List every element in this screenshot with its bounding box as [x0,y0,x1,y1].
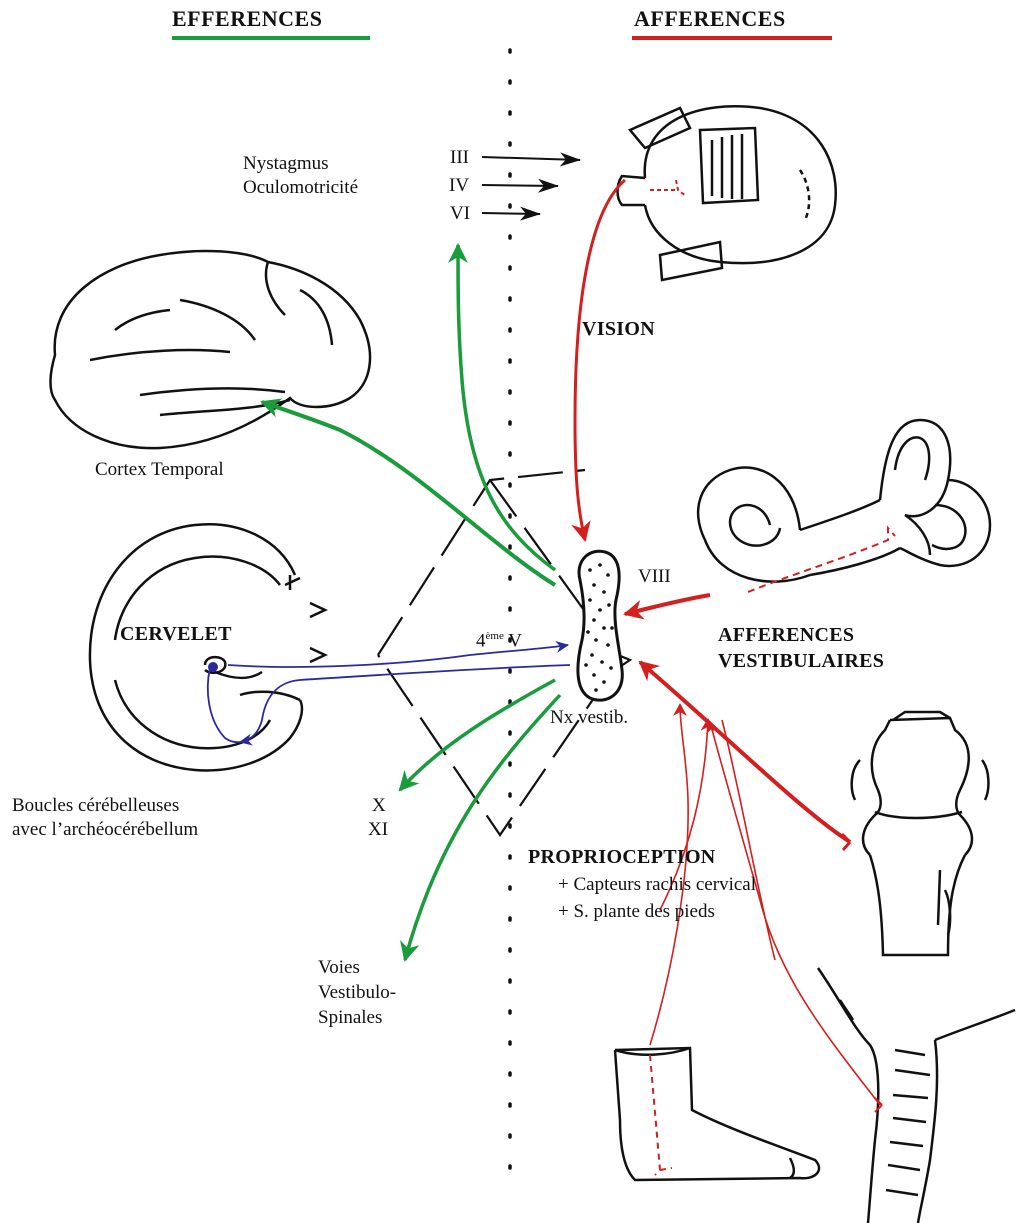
nerve-vi-label: VI [450,202,470,225]
nerve-xi-label: XI [368,818,388,841]
afferences-header: AFFERENCES [634,7,786,30]
knee-joint-icon [852,712,989,955]
boucles-line1: Boucles cérébelleuses [12,794,179,817]
cerebellar-loop-return [240,665,570,742]
boucles-line2: avec l’archéocérébellum [12,818,198,841]
afferences-vestibulaires-line1: AFFERENCES [718,624,854,647]
plante-pieds-label: + S. plante des pieds [558,900,715,923]
viii-label: VIII [638,565,671,588]
cervical-spine-icon [818,968,1015,1223]
fourth-ventricle-sup: ème [486,630,504,642]
cerebellum-icon [90,524,325,770]
fourth-ventricle-label: 4ème V [476,625,522,652]
fourth-ventricle-number: 4 [476,630,486,651]
eyeball-icon [618,106,836,280]
vestibular-nucleus-icon [578,551,622,700]
nerve-x-label: X [372,794,386,817]
eye-afferent-synapse [650,180,686,196]
cerebellar-nucleus-dot [208,662,218,672]
nx-vestib-label: Nx vestib. [550,706,628,729]
voies-line3: Spinales [318,1006,382,1029]
efferent-arrow-cortex [262,402,555,585]
cerebellar-loop-inner [208,668,250,742]
foot-icon [615,1048,819,1180]
afferences-vestibulaires-line2: VESTIBULAIRES [718,650,884,673]
efferent-arrow-x-xi [400,680,555,790]
nerve-vi-arrow [482,213,540,214]
cortex-temporal-label: Cortex Temporal [95,458,224,481]
efferences-header: EFFERENCES [172,7,322,30]
proprioception-label: PROPRIOCEPTION [528,846,716,869]
brain-hemisphere-icon [50,251,370,448]
nystagmus-label: Nystagmus [243,152,329,175]
capteurs-rachis-label: + Capteurs rachis cervical [558,873,756,896]
cervelet-label: CERVELET [120,623,232,646]
nerve-iv-label: IV [449,174,469,197]
nerve-iv-arrow [482,185,558,186]
nerve-iii-arrow [482,157,580,160]
afferent-arrow-viii [625,595,710,614]
knee-synapse [842,834,850,850]
efferent-arrow-vestibulospinal [405,695,560,960]
foot-afferent-dashed [650,1055,672,1175]
nerve-iii-label: III [450,146,469,169]
afferent-arrow-knee [640,662,850,842]
fourth-ventricle-v: V [508,630,522,651]
vision-label: VISION [582,318,655,341]
voies-line1: Voies [318,956,360,979]
afferent-arrow-vision [575,180,625,540]
voies-line2: Vestibulo- [318,981,396,1004]
oculomotricite-label: Oculomotricité [243,176,358,199]
